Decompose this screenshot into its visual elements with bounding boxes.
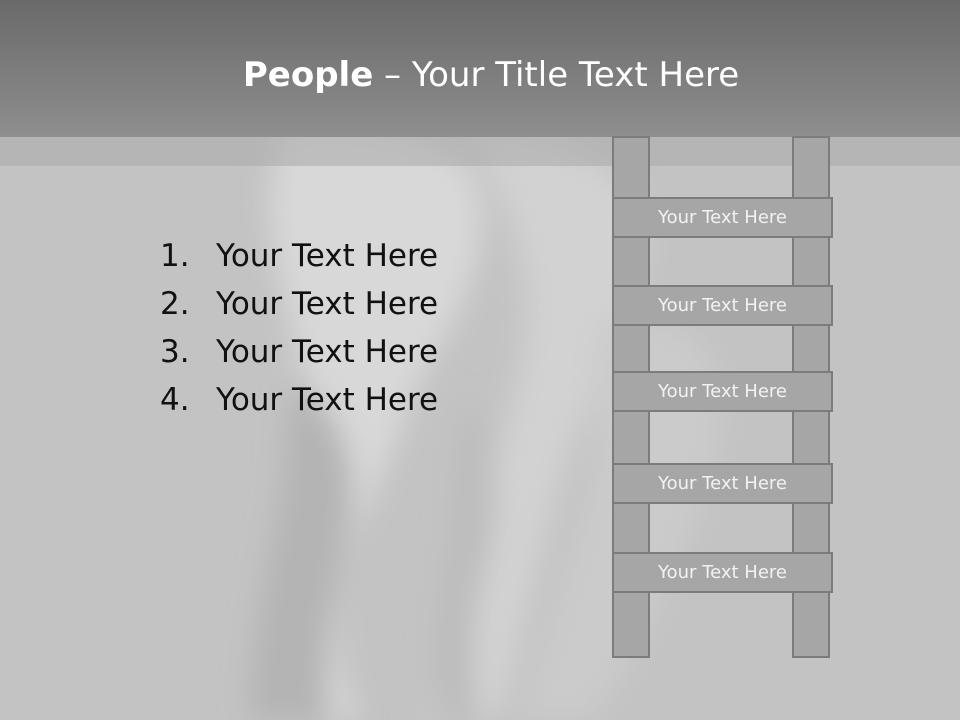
ladder-rung: Your Text Here — [612, 371, 833, 412]
numbered-list: 1. Your Text Here 2. Your Text Here 3. Your… — [160, 232, 580, 424]
list-item-text: Your Text Here — [216, 382, 439, 418]
list-item-text: Your Text Here — [216, 286, 439, 322]
list-item: 3. Your Text Here — [160, 328, 580, 376]
ladder-rung: Your Text Here — [612, 285, 833, 326]
ladder-rung: Your Text Here — [612, 463, 833, 504]
list-item: 1. Your Text Here — [160, 232, 580, 280]
title-rest-part: – Your Title Text Here — [373, 55, 740, 95]
list-item-number: 3. — [160, 334, 190, 370]
list-item-number: 2. — [160, 286, 190, 322]
title-bold-part: People — [242, 55, 374, 95]
ladder-rung: Your Text Here — [612, 197, 833, 238]
list-item-text: Your Text Here — [216, 334, 439, 370]
list-item-text: Your Text Here — [216, 238, 439, 274]
title-bar — [0, 0, 960, 137]
list-item-number: 1. — [160, 238, 190, 274]
list-item: 2. Your Text Here — [160, 280, 580, 328]
slide-title: People – Your Title Text Here — [0, 50, 960, 100]
ladder-rung: Your Text Here — [612, 552, 833, 593]
list-item-number: 4. — [160, 382, 190, 418]
list-item: 4. Your Text Here — [160, 376, 580, 424]
